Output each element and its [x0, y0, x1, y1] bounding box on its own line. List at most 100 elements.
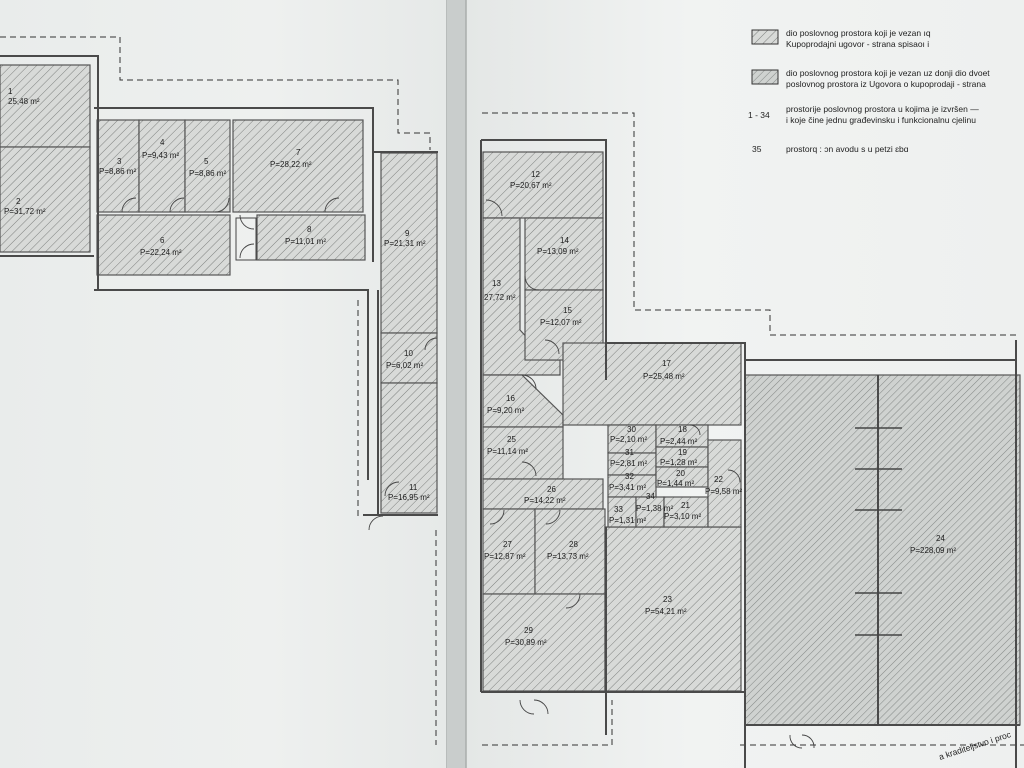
room-area-17: P=25,48 m² — [643, 372, 685, 381]
room-area-15: P=12,07 m² — [540, 318, 582, 327]
legend-text-3a: prostorije poslovnog prostora u kojima j… — [786, 104, 979, 114]
room-8 — [256, 214, 366, 261]
right-dashed-outline — [482, 112, 1024, 746]
right-rooms — [482, 151, 1021, 726]
room-num-25: 25 — [507, 435, 516, 444]
room-num-2: 2 — [16, 197, 21, 206]
room-17 — [562, 342, 742, 426]
room-num-12: 12 — [531, 170, 540, 179]
room-num-34: 34 — [646, 492, 655, 501]
room-area-34: P=1,38 m² — [636, 504, 673, 513]
room-num-8: 8 — [307, 225, 312, 234]
room-12 — [482, 151, 604, 219]
room-num-27: 27 — [503, 540, 512, 549]
room-area-2: P=31,72 m² — [4, 207, 46, 216]
room-num-9: 9 — [405, 229, 410, 238]
room-num-17: 17 — [662, 359, 671, 368]
room-num-33: 33 — [614, 505, 623, 514]
room-num-21: 21 — [681, 501, 690, 510]
legend-text-2a: dio poslovnog prostora koji je vezan uz … — [786, 68, 990, 78]
room-24 — [744, 374, 1021, 726]
room-25 — [482, 426, 564, 480]
room-area-13: 27,72 m² — [484, 293, 516, 302]
room-num-5: 5 — [204, 157, 209, 166]
room-num-29: 29 — [524, 626, 533, 635]
room-num-13: 13 — [492, 279, 501, 288]
room-area-6: P=22,24 m² — [140, 248, 182, 257]
room-23 — [604, 526, 742, 692]
room-area-1: 25,48 m² — [8, 97, 40, 106]
room-area-31: P=2,81 m² — [610, 459, 647, 468]
room-22 — [707, 439, 742, 528]
room-num-19: 19 — [678, 448, 687, 457]
room-num-31: 31 — [625, 448, 634, 457]
room-num-28: 28 — [569, 540, 578, 549]
room-num-32: 32 — [625, 472, 634, 481]
room-num-26: 26 — [547, 485, 556, 494]
room-num-10: 10 — [404, 349, 413, 358]
room-area-20: P=1,44 m² — [657, 479, 694, 488]
room-area-16: P=9,20 m² — [487, 406, 524, 415]
room-area-30: P=2,10 m² — [610, 435, 647, 444]
room-8-closet — [235, 217, 257, 261]
legend-text-3b: i koje čine jednu građevinsku i funkcion… — [786, 115, 976, 125]
room-28 — [534, 508, 606, 595]
room-30 — [607, 424, 657, 454]
room-area-10: P=6,02 m² — [386, 361, 423, 370]
legend-text-1a: dio poslovnog prostora koji je vezan ıq — [786, 28, 931, 38]
legend-key-4: 35 — [752, 144, 762, 154]
room-4 — [138, 119, 186, 213]
room-area-24: P=228,09 m² — [910, 546, 956, 555]
left-rooms — [0, 64, 438, 514]
room-num-11: 11 — [409, 483, 418, 492]
room-area-7: P=28,22 m² — [270, 160, 312, 169]
room-num-22: 22 — [714, 475, 723, 484]
room-area-25: P=11,14 m² — [487, 447, 528, 456]
room-num-7: 7 — [296, 148, 301, 157]
room-14 — [524, 217, 604, 291]
room-num-4: 4 — [160, 138, 165, 147]
room-area-29: P=30,89 m² — [505, 638, 547, 647]
rack-shelves — [855, 427, 902, 636]
left-door-swings — [121, 197, 438, 531]
room-area-11: P=16,95 m² — [388, 493, 430, 502]
room-area-18: P=2,44 m² — [660, 437, 697, 446]
room-area-33: P=1,31 m² — [609, 516, 646, 525]
legend-swatch-2 — [751, 69, 779, 85]
room-1 — [0, 64, 91, 148]
room-area-26: P=14,22 m² — [524, 496, 566, 505]
room-num-3: 3 — [117, 157, 122, 166]
room-area-32: P=3,41 m² — [609, 483, 646, 492]
left-dashed-outline — [0, 36, 437, 745]
legend-text-1b: Kupoprodajni ugovor - strana spisaoı i — [786, 39, 929, 49]
room-num-14: 14 — [560, 236, 569, 245]
room-num-6: 6 — [160, 236, 165, 245]
room-area-8: P=11,01 m² — [285, 237, 326, 246]
legend-text-2b: poslovnog prostora iz Ugovora o kupoprod… — [786, 79, 986, 89]
left-walls — [0, 55, 438, 516]
legend-key-3: 1 - 34 — [748, 110, 770, 120]
room-area-5: P=8,86 m² — [189, 169, 226, 178]
room-34 — [635, 496, 665, 528]
room-2 — [0, 146, 91, 253]
room-area-28: P=13,73 m² — [547, 552, 589, 561]
room-area-21: P=3,10 m² — [664, 512, 701, 521]
right-door-swings — [485, 199, 815, 749]
room-7 — [232, 119, 364, 213]
legend-text-4: prostorq : ɔn avodu s u petzi ɛbɑ — [786, 144, 909, 154]
room-6 — [96, 214, 231, 276]
room-num-30: 30 — [627, 425, 636, 434]
room-area-12: P=20,67 m² — [510, 181, 552, 190]
room-11 — [380, 382, 438, 514]
room-num-1: 1 — [8, 87, 13, 96]
room-num-24: 24 — [936, 534, 945, 543]
room-num-23: 23 — [663, 595, 672, 604]
room-num-18: 18 — [678, 425, 687, 434]
legend-swatch-1 — [751, 29, 779, 45]
room-area-4: P=9,43 m² — [142, 151, 179, 160]
room-5 — [184, 119, 231, 213]
room-area-19: P=1,28 m² — [660, 458, 697, 467]
room-area-27: P=12,87 m² — [484, 552, 526, 561]
